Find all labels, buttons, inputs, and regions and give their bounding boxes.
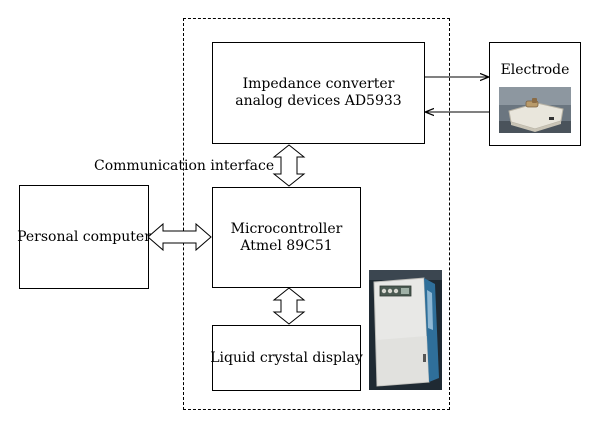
personal-computer-label: Personal computer	[17, 228, 151, 245]
lcd-block: Liquid crystal display	[210, 325, 363, 391]
impedance-converter-title: Impedance converter	[242, 76, 395, 92]
double-arrow-microcontroller-lcd	[272, 287, 306, 325]
handheld-meter-photo	[369, 270, 442, 390]
lcd-label: Liquid crystal display	[210, 349, 363, 366]
electrode-block: Electrode	[489, 42, 581, 146]
impedance-converter-model: analog devices AD5933	[235, 93, 402, 109]
microcontroller-model: Atmel 89C51	[240, 237, 333, 254]
impedance-converter-block: Impedance converter analog devices AD593…	[212, 42, 425, 144]
communication-interface-label: Communication interface	[94, 158, 275, 174]
electrode-device-photo	[499, 87, 571, 133]
microcontroller-block: Microcontroller Atmel 89C51	[212, 187, 361, 288]
personal-computer-block: Personal computer	[17, 185, 151, 289]
microcontroller-title: Microcontroller	[230, 220, 343, 237]
double-arrow-converter-microcontroller	[272, 144, 306, 187]
double-arrow-computer-microcontroller	[147, 222, 212, 252]
electrode-label: Electrode	[500, 62, 570, 78]
device-enclosure	[183, 18, 450, 410]
